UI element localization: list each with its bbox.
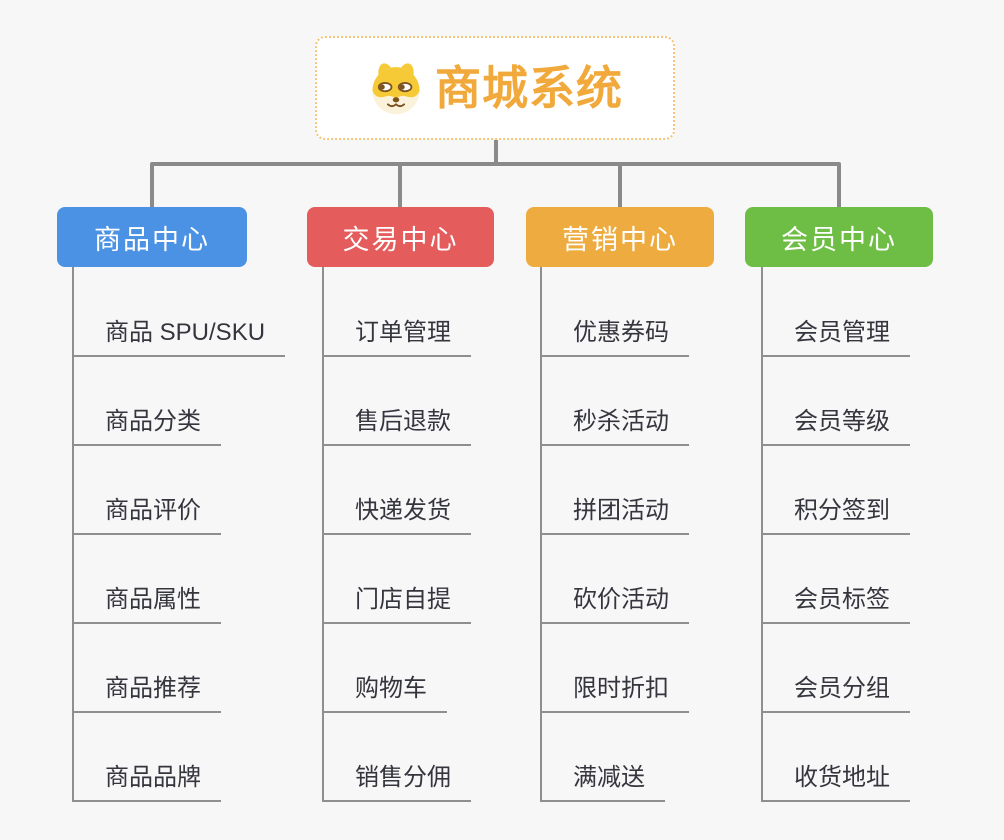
leaf-topic[interactable]: 商品属性 <box>72 587 221 624</box>
branch-topic-marketing[interactable]: 营销中心 <box>526 207 714 267</box>
branch-drop-connector <box>618 164 622 207</box>
leaf-topic[interactable]: 拼团活动 <box>540 498 689 535</box>
leaf-topic[interactable]: 商品 SPU/SKU <box>72 320 286 357</box>
leaf-topic[interactable]: 满减送 <box>540 765 665 802</box>
leaf-topic[interactable]: 售后退款 <box>322 409 471 446</box>
root-stem-connector <box>494 140 498 166</box>
leaf-topic[interactable]: 商品品牌 <box>72 765 221 802</box>
leaf-topic[interactable]: 砍价活动 <box>540 587 689 624</box>
branch-topic-trade[interactable]: 交易中心 <box>307 207 494 267</box>
shiba-dog-icon <box>372 63 420 115</box>
leaf-topic[interactable]: 会员管理 <box>761 320 910 357</box>
leaf-topic[interactable]: 收货地址 <box>761 765 910 802</box>
leaf-topic[interactable]: 优惠券码 <box>540 320 689 357</box>
leaf-topic[interactable]: 订单管理 <box>322 320 471 357</box>
branch-leaf-column: 优惠券码 秒杀活动 拼团活动 砍价活动 限时折扣 满减送 <box>540 268 840 813</box>
leaf-topic[interactable]: 会员等级 <box>761 409 910 446</box>
leaf-topic[interactable]: 秒杀活动 <box>540 409 689 446</box>
leaf-topic[interactable]: 会员分组 <box>761 676 910 713</box>
branch-drop-connector <box>150 164 154 207</box>
branch-topic-members[interactable]: 会员中心 <box>745 207 933 267</box>
branch-leaf-column: 订单管理 售后退款 快递发货 门店自提 购物车 销售分佣 <box>322 268 622 813</box>
leaf-topic[interactable]: 购物车 <box>322 676 447 713</box>
leaf-topic[interactable]: 销售分佣 <box>322 765 471 802</box>
leaf-topic[interactable]: 会员标签 <box>761 587 910 624</box>
leaf-topic[interactable]: 商品推荐 <box>72 676 221 713</box>
leaf-topic[interactable]: 限时折扣 <box>540 676 689 713</box>
leaf-topic[interactable]: 商品评价 <box>72 498 221 535</box>
branch-leaf-column: 商品 SPU/SKU 商品分类 商品评价 商品属性 商品推荐 商品品牌 <box>72 268 372 813</box>
branch-drop-connector <box>398 164 402 207</box>
leaf-topic[interactable]: 商品分类 <box>72 409 221 446</box>
leaf-topic[interactable]: 快递发货 <box>322 498 471 535</box>
branch-drop-connector <box>837 164 841 207</box>
root-topic[interactable]: 商城系统 <box>315 36 675 140</box>
branch-topic-products[interactable]: 商品中心 <box>57 207 247 267</box>
leaf-topic[interactable]: 积分签到 <box>761 498 910 535</box>
root-topic-title: 商城系统 <box>435 62 623 114</box>
branch-leaf-column: 会员管理 会员等级 积分签到 会员标签 会员分组 收货地址 <box>761 268 1004 813</box>
branch-bus-connector <box>150 162 841 166</box>
leaf-topic[interactable]: 门店自提 <box>322 587 471 624</box>
